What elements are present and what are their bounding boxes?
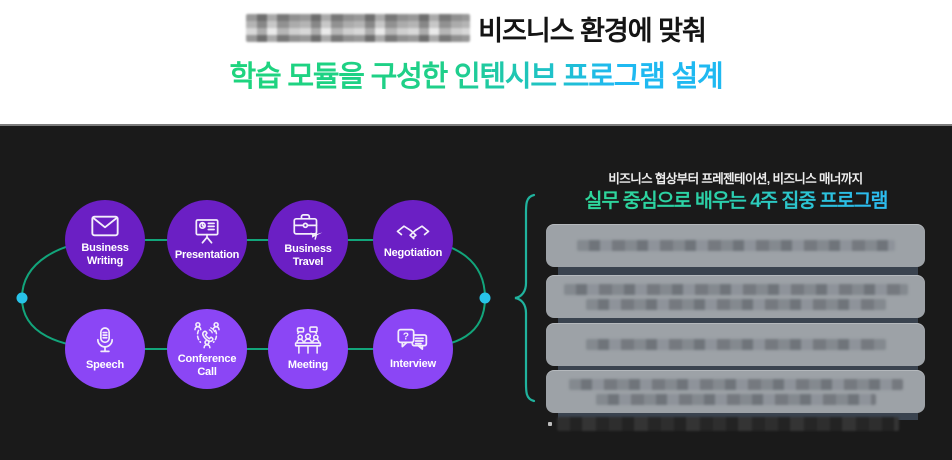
right-panel-subtitle: 비즈니스 협상부터 프레젠테이션, 비즈니스 매너까지 xyxy=(608,172,863,186)
module-conference-call: Conference Call xyxy=(167,309,247,389)
meeting-icon xyxy=(294,326,322,355)
briefcase-plane-icon xyxy=(293,214,323,240)
redacted-row-text xyxy=(576,240,895,251)
redacted-row-text xyxy=(585,339,886,350)
module-label: Negotiation xyxy=(383,247,443,260)
title-line-2: 학습 모듈을 구성한 인텐시브 프로그램 설계 xyxy=(230,53,724,95)
module-label: Interview xyxy=(390,358,436,371)
redacted-row-text xyxy=(585,298,886,310)
right-endpoint-dot xyxy=(479,292,491,304)
module-meeting: Meeting xyxy=(268,309,348,389)
module-speech: Speech xyxy=(65,309,145,389)
module-interview: ? Interview xyxy=(373,309,453,389)
svg-text:?: ? xyxy=(403,332,409,343)
title-line1-text: 비즈니스 환경에 맞춰 xyxy=(478,15,707,46)
envelope-icon xyxy=(91,215,119,237)
program-row-3-masked xyxy=(546,323,925,366)
redacted-row-text xyxy=(563,283,908,295)
program-row-2-masked xyxy=(546,275,925,318)
module-label: Business Writing xyxy=(81,242,129,267)
module-negotiation: Negotiation xyxy=(373,200,453,280)
module-label: Business Travel xyxy=(284,243,332,268)
redacted-text-block xyxy=(246,14,471,42)
module-label: Speech xyxy=(86,359,124,372)
curly-brace xyxy=(514,193,536,403)
left-endpoint-dot xyxy=(16,292,28,304)
redacted-row-text xyxy=(595,393,876,405)
program-row-1-masked xyxy=(546,224,925,267)
module-business-writing: Business Writing xyxy=(65,200,145,280)
module-label: Meeting xyxy=(287,359,329,372)
right-panel-title: 실무 중심으로 배우는 4주 집중 프로그램 xyxy=(521,184,951,213)
redacted-row-text xyxy=(568,378,903,390)
section-divider xyxy=(0,124,952,126)
microphone-icon xyxy=(97,327,113,353)
program-row-4-masked xyxy=(546,370,925,413)
presentation-board-icon xyxy=(195,219,219,244)
module-label: Presentation xyxy=(174,249,240,262)
handshake-icon xyxy=(396,225,430,240)
speech-bubbles-icon: ? xyxy=(397,329,428,351)
title-line-1: 비즈니스 환경에 맞춰 xyxy=(246,10,707,46)
module-business-travel: Business Travel xyxy=(268,200,348,280)
redacted-footnote-text xyxy=(557,417,899,431)
footnote-bullet xyxy=(548,422,552,426)
diagram-section: Business Writing Presentation Business xyxy=(0,126,952,460)
footnote-masked xyxy=(548,417,899,431)
conference-call-icon xyxy=(194,322,220,349)
module-label: Conference Call xyxy=(177,353,237,378)
module-presentation: Presentation xyxy=(167,200,247,280)
header-banner: 비즈니스 환경에 맞춰 학습 모듈을 구성한 인텐시브 프로그램 설계 xyxy=(0,0,952,124)
